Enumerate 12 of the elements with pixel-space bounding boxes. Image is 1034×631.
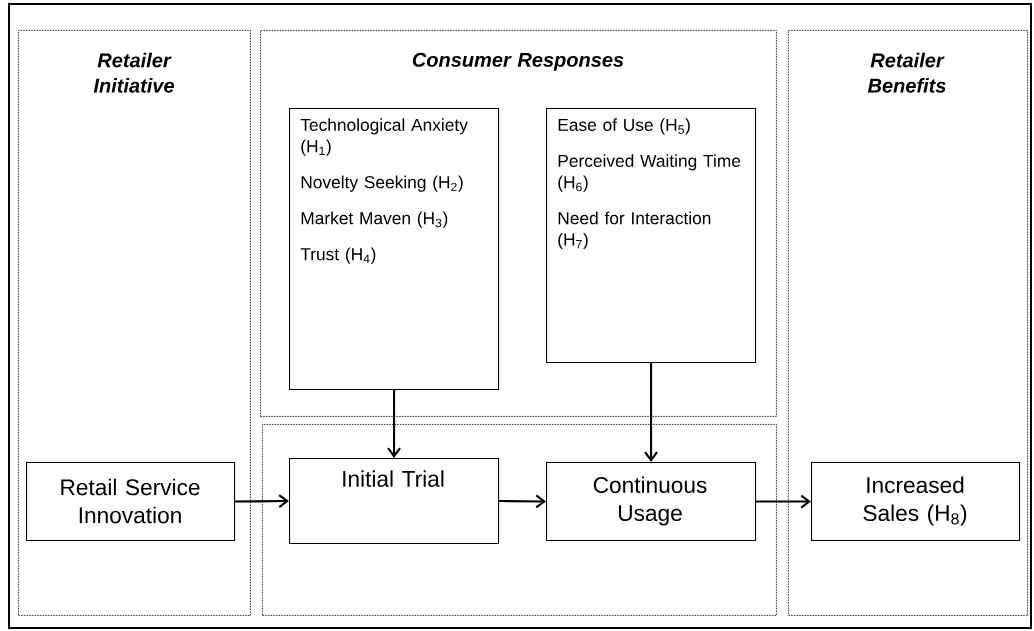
process-box: Retail Service Innovation: [26, 462, 236, 542]
arrow: [644, 363, 658, 462]
process-box: Increased Sales (H$_{8}$): [811, 462, 1021, 542]
arrow: [756, 494, 811, 509]
arrow: [499, 494, 546, 509]
factor-box: Technological Anxiety (H$_{1}$) Novelty Seeking (H$_{2}$) Market Maven (H$_{3}$) Trust (H$_{4}$): [289, 108, 500, 391]
arrow: [235, 494, 289, 508]
process-box: Initial Trial: [289, 458, 500, 545]
arrow: [387, 390, 401, 458]
process-box: Continuous Usage: [546, 462, 757, 542]
column-panel: [262, 424, 777, 616]
factor-box: Ease of Use (H$_{5}$) Perceived Waiting Time (H$_{6}$) Need for Interaction (H$_{7}$): [546, 108, 757, 364]
